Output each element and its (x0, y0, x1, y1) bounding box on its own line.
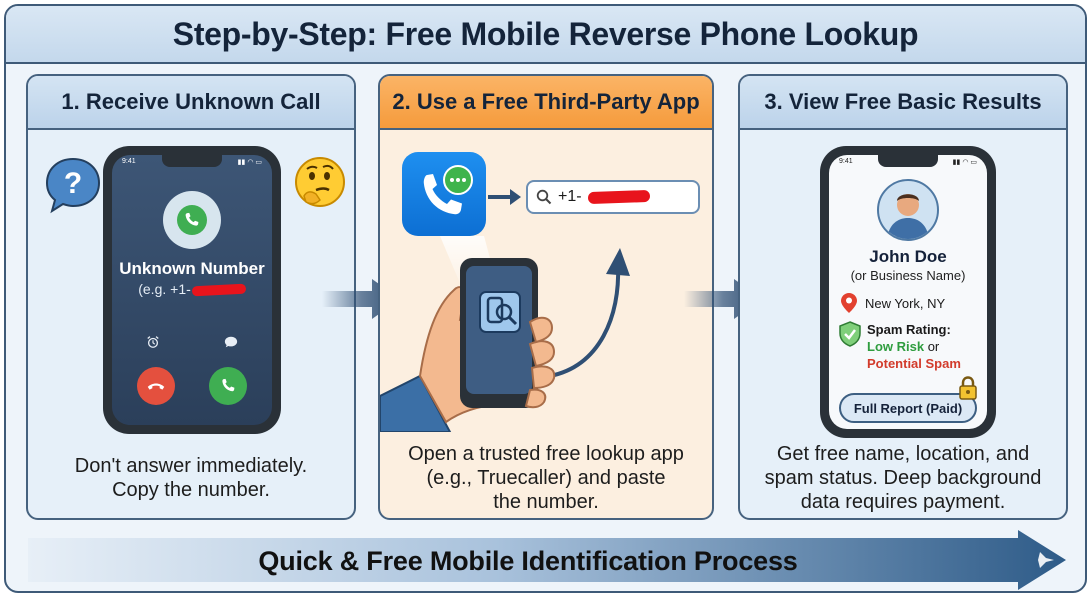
shield-check-icon (839, 321, 861, 347)
message-icon[interactable] (224, 335, 238, 349)
search-number-prefix: +1- (558, 188, 582, 205)
step-2-title: 2. Use a Free Third-Party App (392, 89, 700, 114)
hand-holding-phone-icon (380, 236, 630, 432)
svg-text:?: ? (64, 167, 82, 200)
step-3-title: 3. View Free Basic Results (764, 89, 1042, 114)
redaction-mark (587, 189, 650, 205)
step-3-panel: 3. View Free Basic Results 9:41 ▮▮ ◠ ▭ J… (738, 74, 1068, 520)
caller-name: Unknown Number (119, 259, 265, 278)
result-subtitle: (or Business Name) (850, 268, 966, 283)
caller-number: (e.g. +1- (112, 281, 272, 297)
title-bar: Step-by-Step: Free Mobile Reverse Phone … (6, 6, 1085, 64)
caller-avatar (163, 191, 221, 249)
question-bubble-icon: ? (45, 157, 101, 214)
status-time: 9:41 (122, 158, 136, 165)
results-screen: 9:41 ▮▮ ◠ ▭ John Doe (or Business Name) (829, 155, 987, 429)
potential-spam-label: Potential Spam (867, 356, 961, 371)
lock-icon (959, 376, 977, 400)
thinking-face-icon (295, 157, 345, 207)
banner-arrow-icon (28, 530, 1066, 590)
step-3-caption: Get free name, location, and spam status… (764, 443, 1042, 513)
search-icon (536, 189, 552, 205)
status-time: 9:41 (839, 158, 853, 165)
status-bar: 9:41 ▮▮ ◠ ▭ (122, 158, 262, 166)
incoming-call-screen: 9:41 ▮▮ ◠ ▭ Unknown Number (e.g. +1- (112, 155, 272, 425)
result-spam-rating: Spam Rating: Low Risk or Potential Spam (839, 321, 961, 372)
result-name: John Doe (869, 247, 947, 266)
process-banner: Quick & Free Mobile Identification Proce… (28, 530, 1068, 590)
step-1-panel: 1. Receive Unknown Call ? 9:41 ▮▮ ◠ ▭ (26, 74, 356, 520)
redaction-mark (191, 283, 246, 297)
small-arrow-icon (488, 189, 521, 205)
user-avatar-icon (877, 179, 939, 241)
full-report-button[interactable]: Full Report (Paid) (839, 393, 977, 423)
status-bar: 9:41 ▮▮ ◠ ▭ (839, 158, 977, 166)
decline-call-button[interactable] (137, 367, 175, 405)
step-2-caption: Open a trusted free lookup app (e.g., Tr… (408, 443, 684, 513)
incoming-call-phone: 9:41 ▮▮ ◠ ▭ Unknown Number (e.g. +1- (103, 146, 281, 434)
accept-call-icon (222, 378, 235, 392)
step-1-title: 1. Receive Unknown Call (61, 89, 321, 114)
step-3-header: 3. View Free Basic Results (740, 76, 1066, 130)
banner-text: Quick & Free Mobile Identification Proce… (258, 546, 798, 576)
phone-handset-icon (177, 205, 207, 235)
decline-call-icon (147, 383, 165, 390)
infographic-frame: Step-by-Step: Free Mobile Reverse Phone … (4, 4, 1087, 593)
accept-call-button[interactable] (209, 367, 247, 405)
low-risk-label: Low Risk (867, 339, 925, 354)
spam-rating-label: Spam Rating: (867, 322, 951, 337)
result-location: New York, NY (841, 293, 945, 313)
alarm-icon[interactable] (146, 335, 160, 349)
step-1-header: 1. Receive Unknown Call (28, 76, 354, 130)
location-pin-icon (841, 293, 857, 313)
step-2-panel: 2. Use a Free Third-Party App +1- (378, 74, 714, 520)
number-search-input[interactable]: +1- (526, 180, 700, 214)
step-2-header: 2. Use a Free Third-Party App (380, 76, 712, 130)
step-1-caption: Don't answer immediately. Copy the numbe… (74, 455, 308, 501)
call-chat-app-icon[interactable] (402, 152, 486, 236)
page-title: Step-by-Step: Free Mobile Reverse Phone … (172, 15, 919, 52)
